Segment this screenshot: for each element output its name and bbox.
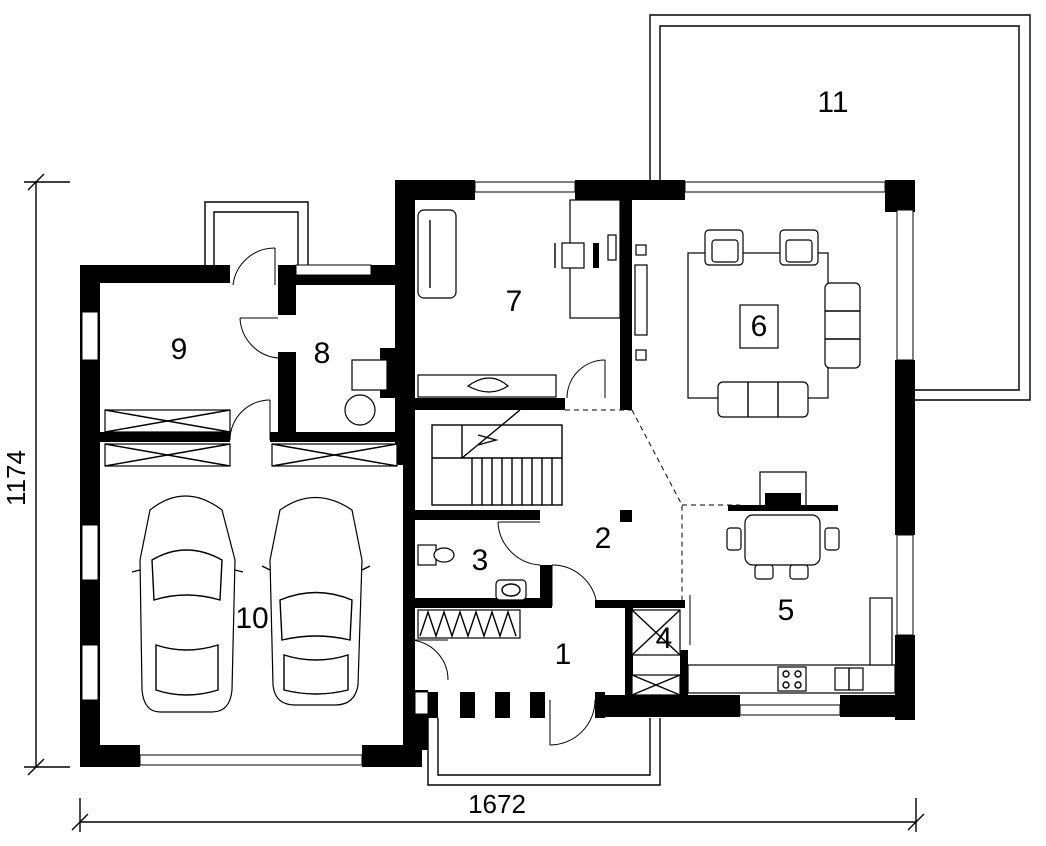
room-label-7: 7: [506, 285, 523, 318]
boiler-equipment: [344, 348, 400, 426]
car-left: [131, 495, 244, 713]
car-right: [261, 496, 371, 706]
side-porch-outline: [204, 201, 309, 268]
room-labels: 1 2 3 4 5 6 7 8 9 10 11: [171, 86, 849, 671]
office-furniture: [417, 199, 648, 398]
walls: [80, 180, 915, 767]
room-label-5: 5: [778, 594, 795, 627]
entrance-porch-outline: [427, 718, 661, 786]
width-dimension-label: 1672: [468, 789, 526, 819]
opening-lines: [565, 409, 740, 600]
living-furniture: [687, 229, 861, 418]
windows: [81, 181, 914, 766]
room-label-11: 11: [817, 86, 848, 119]
dimension-height: 1174: [1, 173, 70, 776]
room-label-9: 9: [171, 333, 188, 366]
terrace-outline: [649, 14, 1031, 401]
bathroom-fixtures: [417, 544, 527, 601]
chimney: [620, 510, 632, 522]
room-label-1: 1: [555, 638, 572, 671]
height-dimension-label: 1174: [1, 450, 31, 506]
doors: [229, 247, 691, 746]
dining-kitchen-furniture: [687, 471, 896, 694]
staircase: [431, 409, 563, 506]
room-label-3: 3: [472, 544, 489, 577]
room-label-6: 6: [751, 310, 768, 343]
room-label-10: 10: [235, 602, 268, 635]
wardrobes: [104, 409, 681, 696]
room-label-4: 4: [656, 622, 673, 655]
room-label-8: 8: [314, 337, 331, 370]
room-label-2: 2: [595, 522, 612, 555]
dimension-width: 1672: [71, 789, 925, 832]
armchairs: [704, 229, 819, 266]
